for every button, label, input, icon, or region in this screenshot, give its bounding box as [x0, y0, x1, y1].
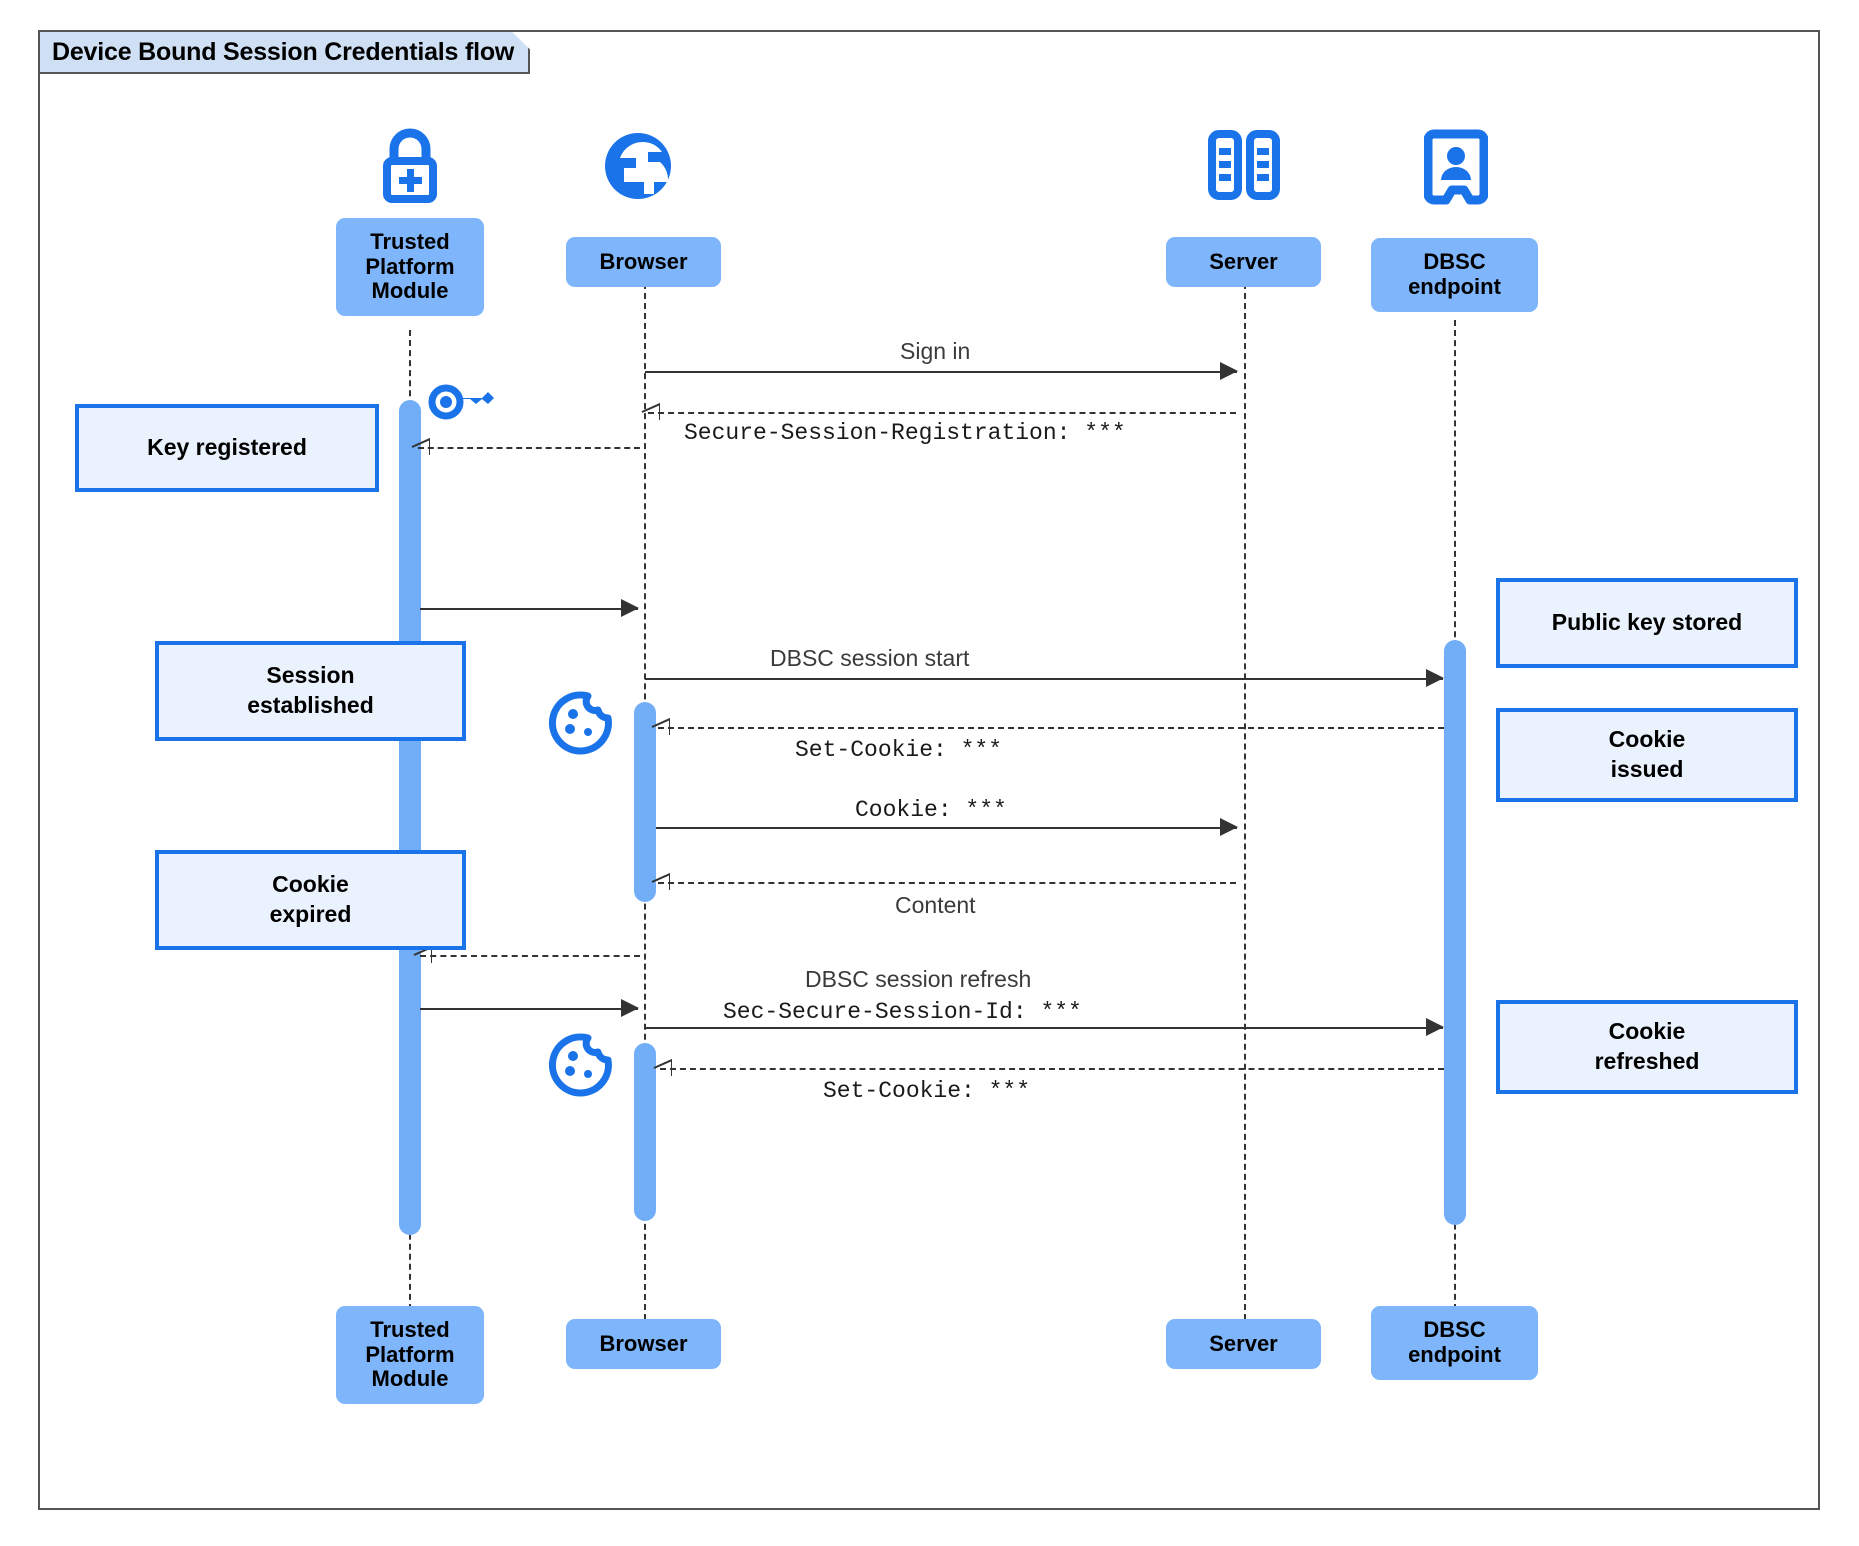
message-label-secure-session-registration: Secure-Session-Registration: *** [684, 420, 1126, 446]
message-label-set-cookie-1: Set-Cookie: *** [795, 737, 1003, 763]
note-text: Key registered [147, 434, 307, 461]
note-session-established: Session established [155, 641, 466, 741]
participant-tpm-bottom[interactable]: Trusted Platform Module [336, 1306, 484, 1404]
message-label-dbsc-session-start: DBSC session start [770, 645, 970, 671]
key-icon [428, 380, 500, 429]
note-cookie-refreshed: Cookie refreshed [1496, 1000, 1798, 1094]
participant-label: Server [1209, 248, 1278, 274]
message-label-dbsc-session-refresh: DBSC session refresh [805, 966, 1032, 992]
participant-label: Browser [599, 1330, 688, 1356]
participant-label: Trusted Platform Module [365, 229, 455, 304]
participant-browser-top[interactable]: Browser [566, 237, 721, 287]
note-text: Cookie issued [1608, 726, 1686, 782]
participant-tpm-top[interactable]: Trusted Platform Module [336, 218, 484, 316]
note-cookie-issued: Cookie issued [1496, 708, 1798, 802]
activation-bar-browser-2 [634, 1043, 656, 1221]
participant-dbsc-bottom[interactable]: DBSC endpoint [1371, 1306, 1538, 1380]
participant-dbsc-top[interactable]: DBSC endpoint [1371, 238, 1538, 312]
note-key-registered: Key registered [75, 404, 379, 492]
padlock-plus-icon [369, 125, 451, 210]
note-cookie-expired: Cookie expired [155, 850, 466, 950]
diagram-title: Device Bound Session Credentials flow [40, 32, 530, 74]
participant-label: Browser [599, 248, 688, 274]
message-label-set-cookie-2: Set-Cookie: *** [823, 1078, 1031, 1104]
participant-server-bottom[interactable]: Server [1166, 1319, 1321, 1369]
activation-bar-browser-1 [634, 702, 656, 902]
activation-bar-dbsc [1444, 640, 1466, 1225]
participant-label: Trusted Platform Module [365, 1317, 455, 1392]
message-label-cookie: Cookie: *** [855, 797, 1007, 823]
open-arrowhead-icon [411, 437, 430, 455]
open-arrowhead-icon [413, 945, 432, 963]
participant-server-top[interactable]: Server [1166, 237, 1321, 287]
cookie-icon [548, 1032, 614, 1103]
note-text: Session established [247, 662, 374, 718]
note-public-key-stored: Public key stored [1496, 578, 1798, 668]
participant-label: DBSC endpoint [1408, 249, 1501, 299]
server-rack-icon [1204, 128, 1284, 209]
note-text: Cookie expired [269, 871, 352, 927]
open-arrowhead-icon [653, 1058, 672, 1076]
message-label-sec-secure-session-id: Sec-Secure-Session-Id: *** [723, 999, 1082, 1025]
participant-label: DBSC endpoint [1408, 1317, 1501, 1367]
cookie-icon [548, 690, 614, 761]
participant-browser-bottom[interactable]: Browser [566, 1319, 721, 1369]
lifeline-server [1244, 283, 1246, 1320]
id-badge-icon [1423, 128, 1489, 211]
note-text: Cookie refreshed [1594, 1018, 1700, 1074]
activation-bar-tpm [399, 400, 421, 1235]
globe-icon [598, 126, 678, 211]
participant-label: Server [1209, 1330, 1278, 1356]
open-arrowhead-icon [651, 717, 670, 735]
open-arrowhead-icon [641, 402, 660, 420]
note-text: Public key stored [1551, 609, 1743, 636]
open-arrowhead-icon [651, 872, 670, 890]
message-label-content: Content [895, 892, 976, 918]
message-label-sign-in: Sign in [900, 338, 971, 364]
